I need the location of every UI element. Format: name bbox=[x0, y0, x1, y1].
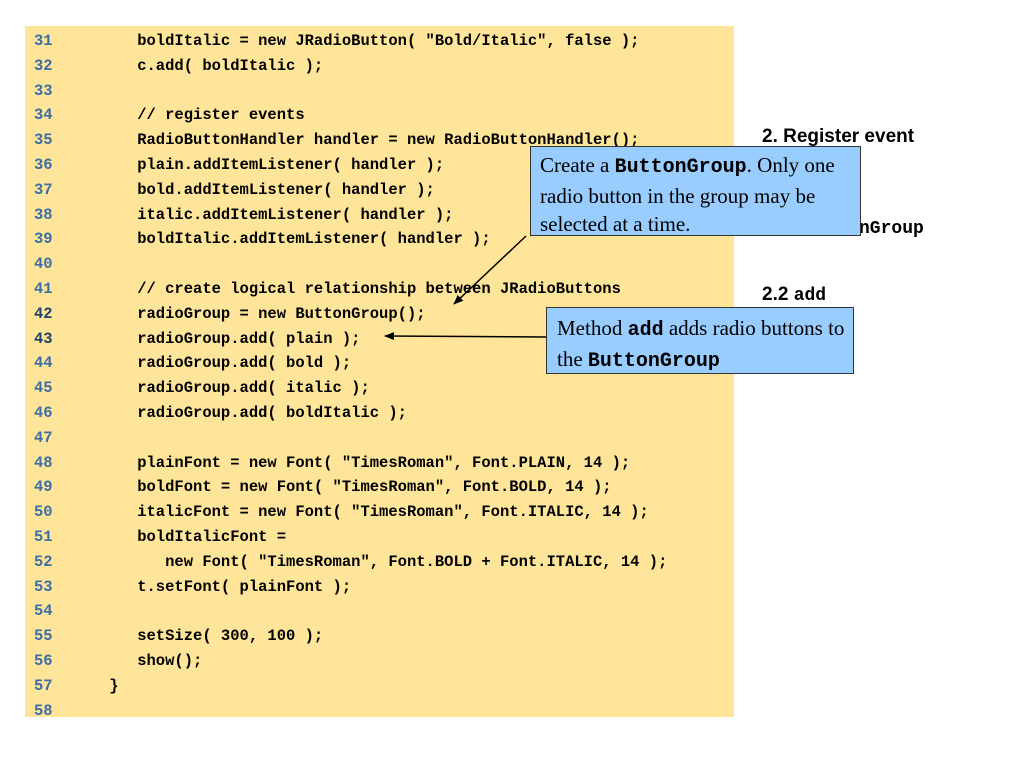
line-number: 50 bbox=[34, 503, 53, 522]
code-line: 42 radioGroup = new ButtonGroup(); bbox=[25, 302, 734, 326]
line-number: 40 bbox=[34, 255, 53, 274]
line-number: 37 bbox=[34, 180, 53, 199]
line-number: 43 bbox=[34, 329, 53, 348]
line-number: 41 bbox=[34, 280, 53, 298]
code-text: radioGroup.add( italic ); bbox=[100, 379, 370, 398]
line-number: 35 bbox=[34, 131, 53, 150]
line-number: 45 bbox=[34, 379, 53, 398]
callout-add-code2: ButtonGroup bbox=[587, 350, 720, 373]
code-text: plainFont = new Font( "TimesRoman", Font… bbox=[100, 453, 631, 472]
code-line: 57 } bbox=[25, 674, 734, 698]
line-number: 48 bbox=[34, 453, 53, 472]
code-text: boldItalic.addItemListener( handler ); bbox=[100, 230, 491, 249]
code-line: 45 radioGroup.add( italic ); bbox=[25, 376, 734, 400]
line-number: 39 bbox=[34, 230, 53, 249]
code-line: 32 c.add( boldItalic ); bbox=[25, 54, 734, 78]
code-text: plain.addItemListener( handler ); bbox=[100, 156, 445, 174]
line-number: 54 bbox=[34, 602, 53, 621]
code-line: 56 show(); bbox=[25, 649, 734, 673]
line-number: 46 bbox=[34, 404, 53, 422]
code-text: show(); bbox=[100, 652, 203, 670]
code-line: 44 radioGroup.add( bold ); bbox=[25, 351, 734, 375]
sidebar-button-group-fragment: nGroup bbox=[859, 219, 924, 239]
callout-button-group-code: ButtonGroup bbox=[614, 156, 747, 179]
line-number: 34 bbox=[34, 106, 53, 125]
line-number: 31 bbox=[34, 32, 53, 50]
code-line: 43 radioGroup.add( plain ); bbox=[25, 327, 734, 351]
line-number: 36 bbox=[34, 156, 53, 174]
code-text: t.setFont( plainFont ); bbox=[100, 577, 352, 596]
code-line: 54 bbox=[25, 599, 734, 623]
line-number: 51 bbox=[34, 528, 53, 546]
line-number: 33 bbox=[34, 81, 53, 100]
code-text: boldFont = new Font( "TimesRoman", Font.… bbox=[100, 478, 612, 497]
code-line: 36 plain.addItemListener( handler ); bbox=[25, 153, 734, 177]
callout-add-prefix: Method bbox=[557, 316, 628, 340]
code-text: radioGroup = new ButtonGroup(); bbox=[100, 304, 426, 323]
code-line: 53 t.setFont( plainFont ); bbox=[25, 575, 734, 599]
code-line: 47 bbox=[25, 426, 734, 450]
code-text: boldItalicFont = bbox=[100, 528, 287, 546]
code-line: 58 bbox=[25, 699, 734, 723]
code-line: 41 // create logical relationship betwee… bbox=[25, 277, 734, 301]
line-number: 56 bbox=[34, 652, 53, 670]
code-text: italic.addItemListener( handler ); bbox=[100, 205, 454, 224]
line-number: 53 bbox=[34, 577, 53, 596]
line-number: 57 bbox=[34, 676, 53, 695]
code-text: setSize( 300, 100 ); bbox=[100, 627, 324, 646]
code-line: 35 RadioButtonHandler handler = new Radi… bbox=[25, 128, 734, 152]
arrow-to-button-group bbox=[453, 235, 527, 305]
code-line: 50 italicFont = new Font( "TimesRoman", … bbox=[25, 500, 734, 524]
code-text: // register events bbox=[100, 106, 305, 125]
code-line: 55 setSize( 300, 100 ); bbox=[25, 624, 734, 648]
code-line: 31 boldItalic = new JRadioButton( "Bold/… bbox=[25, 29, 734, 53]
code-text: radioGroup.add( plain ); bbox=[100, 329, 361, 348]
code-line: 49 boldFont = new Font( "TimesRoman", Fo… bbox=[25, 475, 734, 499]
code-line: 48 plainFont = new Font( "TimesRoman", F… bbox=[25, 451, 734, 475]
sidebar-add-code: add bbox=[793, 286, 827, 306]
line-number: 58 bbox=[34, 701, 53, 720]
code-text: RadioButtonHandler handler = new RadioBu… bbox=[100, 131, 640, 150]
line-number: 52 bbox=[34, 552, 53, 571]
code-line: 46 radioGroup.add( boldItalic ); bbox=[25, 401, 734, 425]
line-number: 44 bbox=[34, 354, 53, 373]
code-line: 38 italic.addItemListener( handler ); bbox=[25, 203, 734, 227]
line-number: 49 bbox=[34, 478, 53, 497]
code-text: } bbox=[100, 676, 119, 695]
sidebar-add-prefix: 2.2 bbox=[762, 284, 794, 305]
callout-add-code: add bbox=[627, 319, 664, 342]
code-line: 52 new Font( "TimesRoman", Font.BOLD + F… bbox=[25, 550, 734, 574]
callout-button-group-prefix: Create a bbox=[540, 153, 615, 177]
code-text: boldItalic = new JRadioButton( "Bold/Ita… bbox=[100, 32, 640, 50]
code-line: 51 boldItalicFont = bbox=[25, 525, 734, 549]
line-number: 42 bbox=[34, 304, 53, 323]
code-text: // create logical relationship between J… bbox=[100, 280, 621, 298]
arrow-to-add bbox=[384, 332, 547, 341]
line-number: 38 bbox=[34, 205, 53, 224]
line-number: 32 bbox=[34, 56, 53, 75]
callout-add-middle: adds radio buttons to the bbox=[557, 316, 845, 371]
code-text: radioGroup.add( boldItalic ); bbox=[100, 404, 407, 422]
code-line: 39 boldItalic.addItemListener( handler )… bbox=[25, 227, 734, 251]
callout-button-group-suffix: . Only one radio button in the group may… bbox=[540, 153, 835, 236]
code-text: new Font( "TimesRoman", Font.BOLD + Font… bbox=[100, 552, 668, 571]
sidebar-add-step: 2.2 add bbox=[762, 284, 826, 306]
code-line: 34 // register events bbox=[25, 103, 734, 127]
code-text: c.add( boldItalic ); bbox=[100, 56, 324, 75]
code-text: bold.addItemListener( handler ); bbox=[100, 180, 435, 199]
code-line: 40 bbox=[25, 252, 734, 276]
code-text: radioGroup.add( bold ); bbox=[100, 354, 352, 373]
line-number: 55 bbox=[34, 627, 53, 646]
code-line: 37 bold.addItemListener( handler ); bbox=[25, 178, 734, 202]
callout-button-group: Create a ButtonGroup. Only one radio but… bbox=[530, 146, 861, 236]
sidebar-register-event: 2. Register event bbox=[762, 126, 915, 147]
code-text: italicFont = new Font( "TimesRoman", Fon… bbox=[100, 503, 649, 522]
code-line: 33 bbox=[25, 79, 734, 103]
callout-add: Method add adds radio buttons to the But… bbox=[546, 307, 854, 374]
line-number: 47 bbox=[34, 428, 53, 447]
